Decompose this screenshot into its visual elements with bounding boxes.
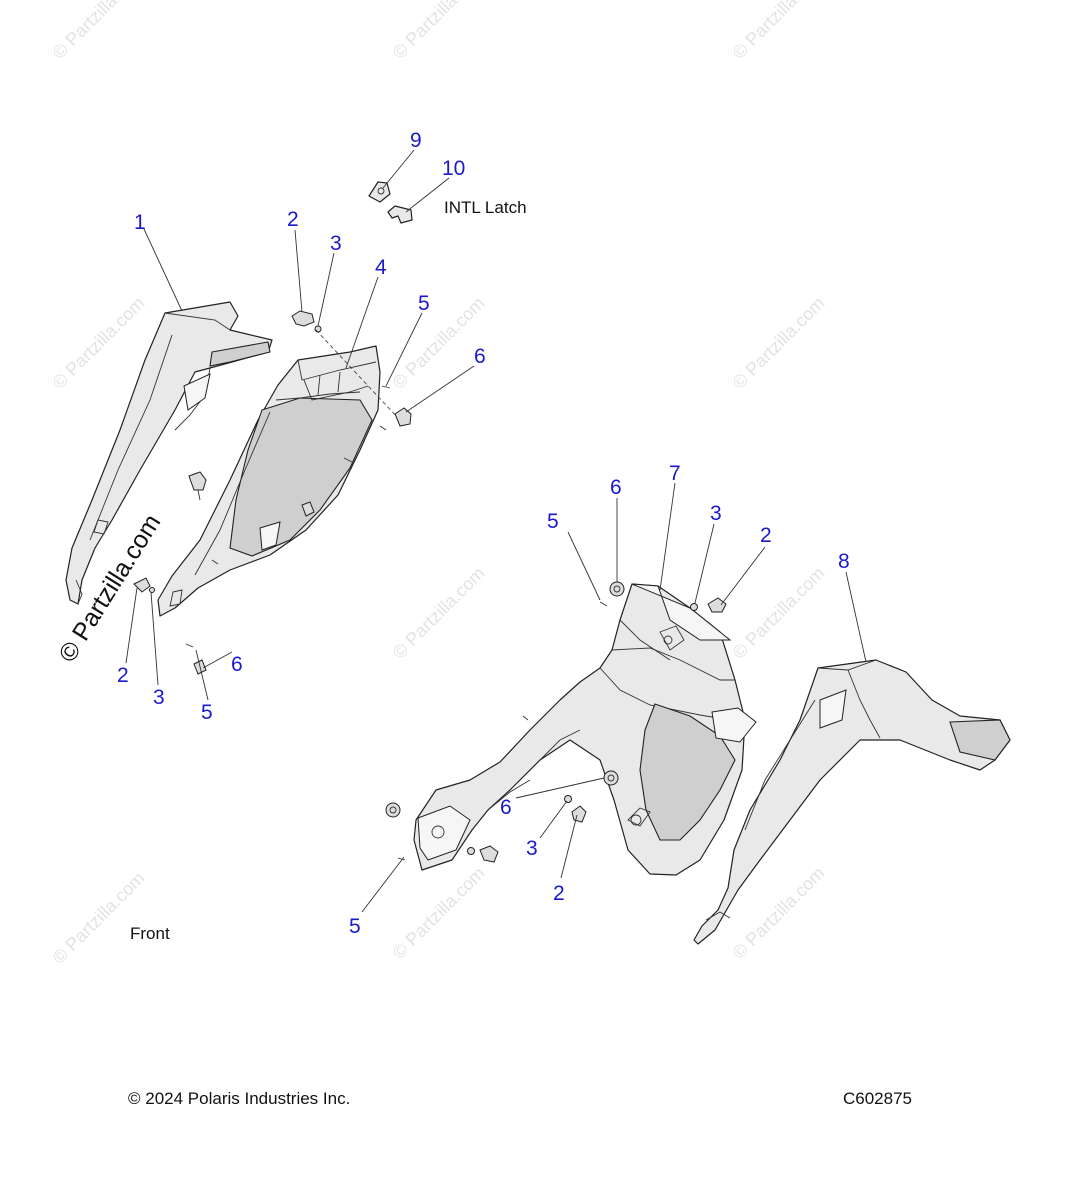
part-10-latch-bracket: [387, 205, 413, 224]
diagram-code: C602875: [843, 1089, 913, 1108]
copyright-notice: © 2024 Polaris Industries Inc.: [128, 1089, 351, 1108]
part-1-left-side-panel: [65, 301, 273, 605]
watermark: © Partzilla.com: [729, 0, 829, 63]
part-4-left-inner-panel: [157, 345, 381, 617]
callout-2: 2: [287, 208, 299, 231]
callout-5: 5: [349, 915, 361, 938]
leader-lines: [125, 149, 867, 913]
callout-9: 9: [410, 129, 422, 152]
part-8-right-side-panel: [693, 659, 1011, 945]
callout-2: 2: [553, 882, 565, 905]
watermark: © Partzilla.com: [389, 563, 489, 663]
callout-7: 7: [669, 462, 681, 485]
watermark: © Partzilla.com: [49, 293, 149, 393]
callout-6: 6: [610, 476, 622, 499]
callout-1: 1: [134, 211, 146, 234]
callout-6: 6: [231, 653, 243, 676]
callout-5: 5: [418, 292, 430, 315]
intl-latch-label: INTL Latch: [444, 198, 527, 217]
callout-2: 2: [760, 524, 772, 547]
watermark: © Partzilla.com: [49, 0, 149, 63]
part-7-right-inner-panel: [413, 583, 757, 876]
callout-10: 10: [442, 157, 465, 180]
callout-8: 8: [838, 550, 850, 573]
callout-6: 6: [500, 796, 512, 819]
watermark: © Partzilla.com: [389, 0, 489, 63]
watermark: © Partzilla.com: [49, 868, 149, 968]
callout-3: 3: [153, 686, 165, 709]
callout-2: 2: [117, 664, 129, 687]
callout-5: 5: [547, 510, 559, 533]
callout-3: 3: [710, 502, 722, 525]
front-label: Front: [130, 924, 170, 943]
callout-5: 5: [201, 701, 213, 724]
watermark: © Partzilla.com: [389, 293, 489, 393]
watermark: © Partzilla.com: [729, 563, 829, 663]
callout-6: 6: [474, 345, 486, 368]
watermark: © Partzilla.com: [389, 863, 489, 963]
callout-layer: 1 2 3 4 5 6 9 10 2 3 5 6 5 6 7 3 2 8 6 3…: [117, 129, 850, 938]
part-9-latch: [368, 181, 391, 203]
callout-4: 4: [375, 256, 387, 279]
callout-3: 3: [526, 837, 538, 860]
right-fasteners: [385, 581, 727, 863]
left-fasteners: [133, 310, 412, 675]
watermark: © Partzilla.com: [729, 293, 829, 393]
callout-3: 3: [330, 232, 342, 255]
